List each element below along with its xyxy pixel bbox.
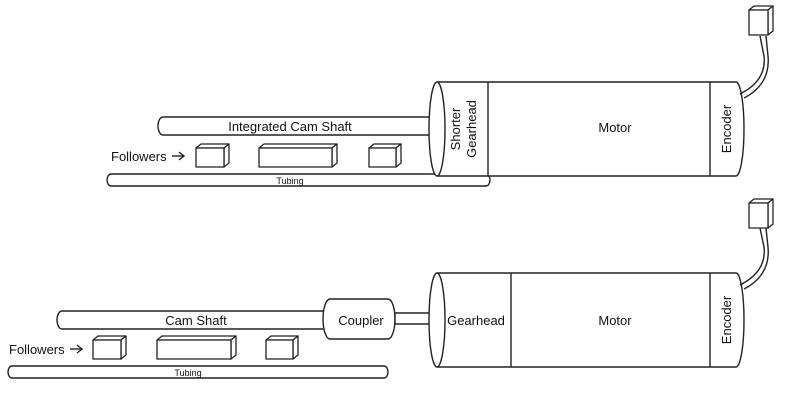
top-cam-shaft-label: Integrated Cam Shaft [228, 119, 352, 134]
bottom-cam-shaft-label: Cam Shaft [165, 313, 227, 328]
bottom-output-shaft [394, 312, 432, 325]
bottom-tubing-label: Tubing [174, 368, 201, 378]
top-followers-arrow-icon [172, 151, 186, 161]
top-encoder: Encoder [719, 35, 769, 153]
bottom-followers-label: Followers [9, 342, 65, 357]
top-follower [195, 143, 230, 168]
bottom-encoder-connector [748, 198, 774, 229]
bottom-motor-label: Motor [598, 313, 632, 328]
bottom-assembly: Tubing Cam Shaft Coupler Followers [7, 198, 774, 379]
bottom-coupler: Coupler [322, 298, 396, 340]
bottom-follower [156, 335, 237, 360]
top-motor-label: Motor [598, 120, 632, 135]
top-assembly: Tubing Integrated Cam Shaft Followers [106, 5, 774, 187]
bottom-gearhead: Gearhead [447, 313, 505, 328]
top-tubing: Tubing [106, 173, 491, 187]
top-cam-shaft: Integrated Cam Shaft [157, 116, 433, 136]
top-gearhead-label-line2: Gearhead [464, 100, 479, 158]
top-motor: Motor [428, 81, 745, 177]
top-gearhead: Shorter Gearhead [448, 100, 479, 158]
bottom-motor: Motor [428, 272, 745, 368]
bottom-followers-arrow-icon [70, 344, 84, 354]
bottom-tubing: Tubing [7, 365, 389, 379]
top-encoder-label: Encoder [719, 104, 734, 153]
top-gearhead-label-line1: Shorter [448, 107, 463, 150]
top-follower [368, 143, 402, 168]
top-follower [258, 143, 338, 168]
top-tubing-label: Tubing [276, 176, 303, 186]
bottom-cam-shaft: Cam Shaft [56, 310, 331, 330]
bottom-coupler-label: Coupler [338, 313, 384, 328]
bottom-encoder-label: Encoder [719, 295, 734, 344]
top-followers-label: Followers [111, 149, 167, 164]
bottom-follower [265, 335, 299, 360]
bottom-follower [92, 335, 127, 360]
bottom-encoder: Encoder [719, 227, 769, 344]
bottom-gearhead-label: Gearhead [447, 313, 505, 328]
top-encoder-connector [748, 5, 774, 36]
